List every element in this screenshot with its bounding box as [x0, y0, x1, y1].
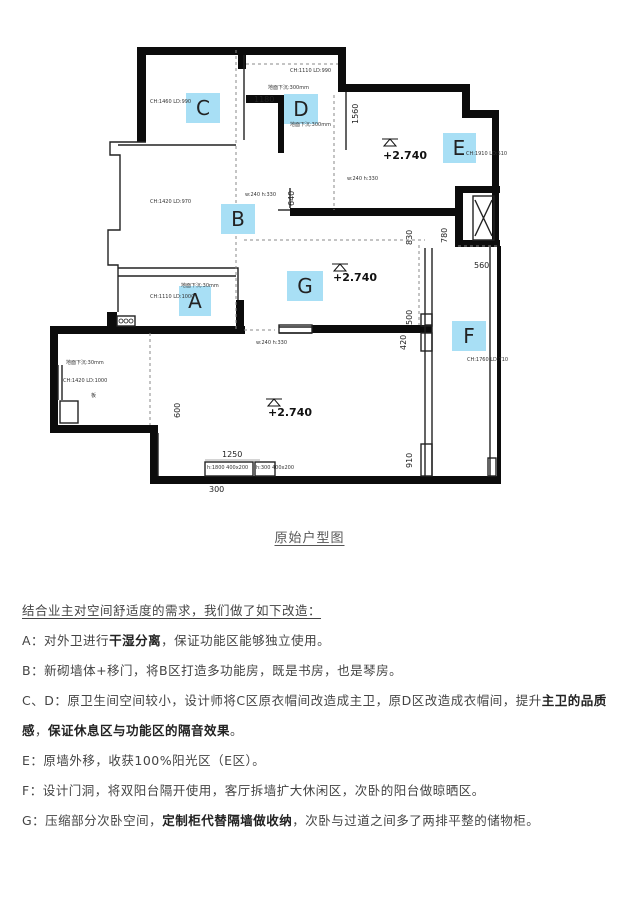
dim-1250: 1250 [222, 450, 242, 459]
zone-a-label: A [188, 289, 202, 313]
paragraph-e: E：原墙外移，收获100%阳光区（E区）。 [22, 753, 266, 768]
dim-640: 640 [287, 191, 296, 206]
paragraph-b: B：新砌墙体+移门，将B区打造多功能房，既是书房，也是琴房。 [22, 663, 403, 678]
floor-plan: C D E B G A F +2.740 +2.740 +2.740 1180 … [50, 47, 509, 494]
level-mark-e: +2.740 [383, 149, 427, 162]
note-d-window: CH:1110 LD:990 [290, 68, 331, 74]
dimensions: 1180 1560 640 830 780 560 500 420 600 91… [173, 95, 489, 494]
zone-labels: C D E B G A F [179, 93, 486, 351]
note-e-window: CH:1910 LD:510 [466, 151, 507, 157]
zone-e-label: E [453, 136, 466, 160]
note-b-door: w:240 h:330 [245, 192, 276, 198]
dashed-lines [149, 50, 500, 425]
zone-c-label: C [196, 96, 210, 120]
note-d-2: 地面下沉:300mm [290, 121, 331, 128]
zone-f-label: F [463, 324, 475, 348]
dim-1560: 1560 [351, 104, 360, 124]
note-bed-window: CH:1420 LD:1000 [63, 378, 107, 384]
paragraph-a: A：对外卫进行干湿分离，保证功能区能够独立使用。 [22, 633, 331, 648]
note-d-1: 地面下沉:300mm [268, 84, 309, 91]
dim-600: 600 [173, 403, 182, 418]
thin-walls [57, 55, 497, 477]
dim-1180: 1180 [254, 95, 274, 104]
dim-830: 830 [405, 230, 414, 245]
zone-d-label: D [293, 97, 308, 121]
figure-caption: 原始户型图 [274, 531, 345, 546]
level-marks: +2.740 +2.740 +2.740 [266, 138, 427, 419]
level-mark-g: +2.740 [333, 271, 377, 284]
note-a-window: CH:1110 LD:1000 [150, 294, 194, 300]
note-f-window: CH:1760 LD:710 [467, 357, 508, 363]
dim-780: 780 [440, 228, 449, 243]
note-bottom-1: h:1800 400x200 [207, 465, 248, 471]
dim-300: 300 [209, 485, 224, 494]
note-bed-icon: 板 [91, 392, 96, 399]
note-bed-1: 地面下沉:30mm [66, 359, 104, 366]
article-text: 结合业主对空间舒适度的需求，我们做了如下改造： A：对外卫进行干湿分离，保证功能… [22, 596, 607, 836]
dim-910: 910 [405, 453, 414, 468]
dim-560: 560 [474, 261, 489, 270]
paragraph-g: G：压缩部分次卧空间，定制柜代替隔墙做收纳，次卧与过道之间多了两排平整的储物柜。 [22, 813, 540, 828]
note-e-door: w:240 h:330 [347, 176, 378, 182]
note-b-window: CH:1420 LD:970 [150, 199, 191, 205]
dim-420: 420 [399, 335, 408, 350]
paragraph-f: F：设计门洞，将双阳台隔开使用，客厅拆墙扩大休闲区，次卧的阳台做晾晒区。 [22, 783, 485, 798]
intro-paragraph: 结合业主对空间舒适度的需求，我们做了如下改造： [22, 603, 322, 618]
dim-500: 500 [405, 310, 414, 325]
note-a-1: 地面下沉:30mm [181, 282, 219, 289]
walls [50, 47, 501, 484]
note-g-door: w:240 h:330 [256, 340, 287, 346]
level-mark-living: +2.740 [268, 406, 312, 419]
note-bottom-2: h:300 400x200 [256, 465, 294, 471]
paragraph-cd: C、D：原卫生间空间较小，设计师将C区原衣帽间改造成主卫，原D区改造成衣帽间，提… [22, 693, 607, 738]
note-c-window: CH:1460 LD:990 [150, 99, 191, 105]
annotations: CH:1460 LD:990 CH:1110 LD:990 地面下沉:300mm… [63, 68, 508, 471]
zone-b-label: B [231, 207, 245, 231]
zone-g-label: G [297, 274, 313, 298]
